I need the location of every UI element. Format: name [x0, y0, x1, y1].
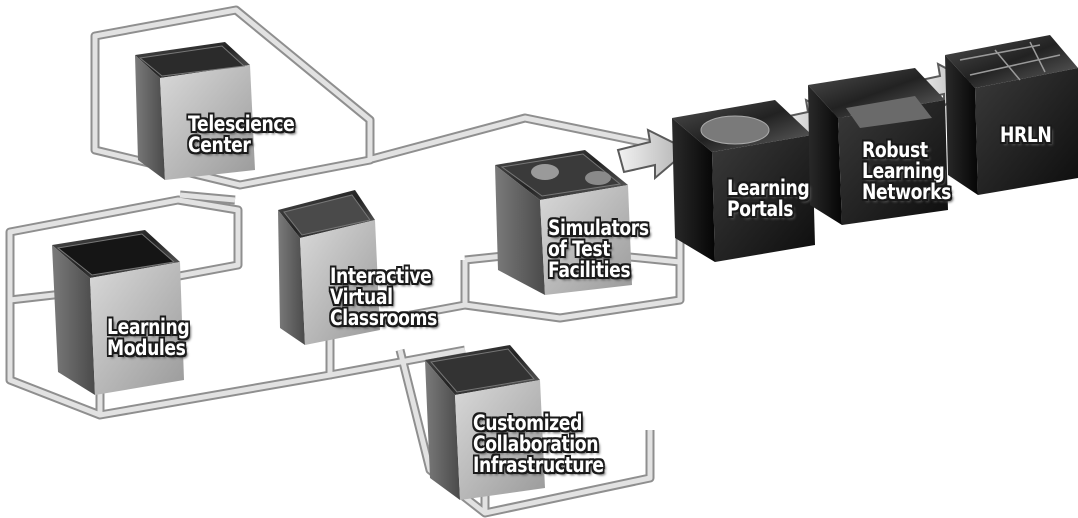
label-line: Learning [107, 315, 190, 339]
label-line: Center [188, 133, 251, 157]
learning-modules-screen-image [56, 233, 176, 276]
cube-robust-networks [808, 68, 948, 225]
cube-collaboration [425, 345, 545, 500]
label-line: Networks [862, 180, 951, 204]
label-line: Classrooms [330, 306, 437, 330]
label-line: Facilities [548, 258, 631, 282]
cube-telescience-center [135, 42, 255, 180]
label-learning-modules: Learning Modules [107, 315, 190, 360]
label-line: Portals [727, 197, 794, 221]
label-simulators: Simulators of Test Facilities [548, 218, 649, 281]
telescience-screen-image [138, 45, 246, 77]
label-collaboration: Customized Collaboration Infrastructure [473, 413, 604, 476]
label-line: HRLN [1000, 123, 1052, 147]
label-line: Interactive [330, 264, 432, 288]
label-line: Collaboration [473, 432, 599, 456]
collaboration-screen-image [430, 348, 535, 393]
cube-virtual-classrooms [278, 190, 380, 345]
cube-learning-portals [672, 100, 815, 262]
hrln-network-lines [959, 41, 1061, 81]
label-line: Modules [107, 336, 186, 360]
frame-structure [5, 5, 685, 518]
label-virtual-classrooms: Interactive Virtual Classrooms [330, 266, 437, 329]
virtual-classrooms-screen-image [283, 194, 371, 236]
label-line: Robust [862, 138, 928, 162]
label-line: Learning [862, 159, 945, 183]
learning-portals-globe [700, 115, 770, 145]
label-telescience-center: Telescience Center [188, 112, 295, 157]
simulators-screen-image [500, 153, 622, 197]
label-line: of Test [548, 237, 611, 261]
arrow-to-learning-portals [616, 128, 690, 181]
label-line: Infrastructure [473, 453, 604, 477]
label-line: Virtual [330, 285, 393, 309]
label-robust-networks: Robust Learning Networks [862, 140, 951, 203]
cube-hrln [945, 35, 1078, 195]
cube-learning-modules [52, 230, 184, 395]
label-line: Telescience [188, 112, 295, 136]
label-hrln: HRLN [1000, 123, 1052, 147]
cube-simulators [495, 150, 632, 295]
label-line: Simulators [548, 216, 649, 240]
label-learning-portals: Learning Portals [727, 176, 810, 221]
robust-networks-screen-image [846, 96, 932, 128]
label-line: Customized [473, 411, 582, 435]
label-line: Learning [727, 176, 810, 200]
